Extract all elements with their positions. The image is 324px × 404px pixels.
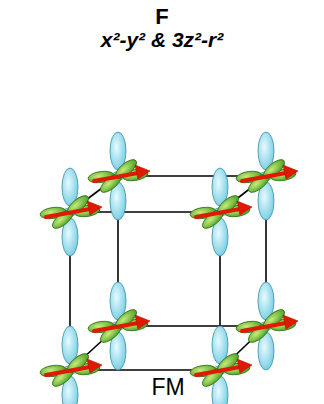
spin-arrowhead	[283, 165, 298, 179]
spin-arrowhead	[87, 201, 102, 215]
spin-arrowhead	[237, 201, 252, 215]
spin-arrow	[94, 323, 138, 331]
site-orbital	[235, 282, 298, 370]
spin-arrowhead	[283, 315, 298, 329]
spin-arrowhead	[87, 359, 102, 373]
site-orbital	[87, 132, 150, 220]
cube-edges	[70, 176, 266, 370]
site-orbital	[87, 282, 150, 370]
site-orbital	[189, 168, 252, 256]
spin-arrow	[46, 209, 90, 217]
spin-arrow	[242, 173, 286, 181]
spin-arrow	[46, 367, 90, 375]
spin-arrow	[94, 173, 138, 181]
site-orbital	[235, 132, 298, 220]
spin-arrowhead	[237, 359, 252, 373]
site-orbital	[39, 168, 102, 256]
spin-arrowhead	[135, 315, 150, 329]
orbital-label: x²-y² & 3z²-r²	[0, 28, 324, 52]
spin-arrow	[196, 209, 240, 217]
orbitals	[39, 132, 298, 404]
figure-title: F	[0, 4, 324, 30]
site-orbital	[189, 326, 252, 404]
spin-arrow	[196, 367, 240, 375]
order-caption: FM	[6, 374, 324, 401]
site-orbital	[39, 326, 102, 404]
spin-arrow	[242, 323, 286, 331]
spin-arrowhead	[135, 165, 150, 179]
